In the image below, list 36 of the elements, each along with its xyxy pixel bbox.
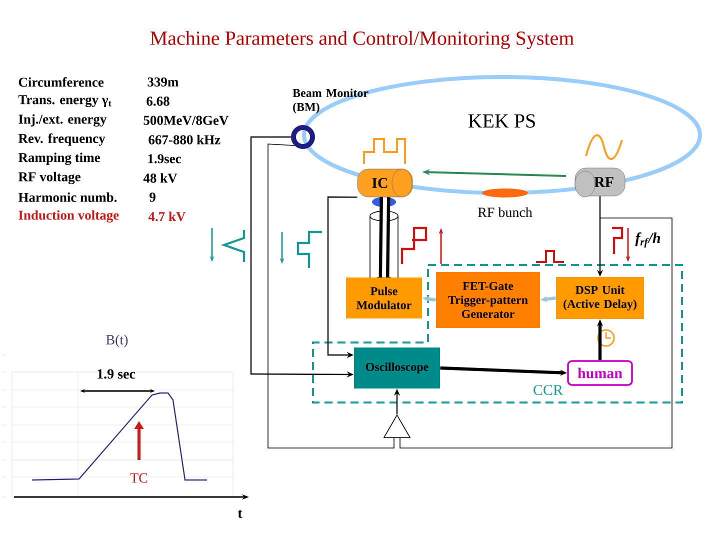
parameter-value: 48 kV [143, 173, 178, 183]
node-label: Beam Monitor (BM) [292, 88, 368, 114]
parameter-value: 339m [148, 77, 178, 87]
process-box: DSP Unit (Active Delay) [556, 277, 644, 319]
parameter-value: 6.68 [146, 96, 170, 106]
parameter-value: 9 [150, 192, 156, 202]
parameter-name: Trans. energy γ$_{t}$ [18, 95, 112, 108]
chart-title: B(t) [106, 334, 128, 348]
process-box: Pulse Modulator [346, 278, 422, 318]
duration-label: 1.9 sec [98, 369, 136, 379]
parameter-value: 500MeV/8GeV [144, 116, 229, 125]
edge-label: f$_{rf}$/h [635, 232, 660, 248]
title: Machine Parameters and Control/Monitoring System [150, 30, 574, 50]
annotation-label: TC [130, 473, 148, 483]
connector [268, 144, 394, 448]
parameter-value: 667-880 kHz [148, 134, 220, 144]
parameter-name: RF voltage [18, 172, 80, 184]
connector [378, 197, 390, 278]
process-box: FET-Gate Trigger-pattern Generator [436, 272, 540, 328]
parameter-value: 1.9sec [148, 154, 181, 164]
parameter-name: Ramping time [18, 152, 100, 165]
beam-monitor: Beam Monitor (BM) [291, 88, 368, 149]
parameter-name: Rev. frequency [18, 133, 106, 146]
beam-bunch: RF bunch [478, 188, 532, 218]
ic-cylinder: IC [357, 168, 413, 207]
node-label: RF bunch [478, 207, 532, 218]
oscilloscope-box: Oscilloscope [354, 348, 440, 388]
connector [400, 196, 672, 448]
parameter-name: Induction voltage [18, 210, 119, 223]
parameter-name: Circumference [18, 77, 104, 87]
parameter-name: Harmonic numb. [18, 192, 117, 202]
human-box: human [567, 360, 633, 386]
parameter-name: Inj./ext. energy [18, 114, 107, 127]
rf-cylinder: RF [574, 168, 626, 198]
axis-label: t [238, 510, 242, 518]
parameter-value: 4.7 kV [148, 212, 186, 222]
